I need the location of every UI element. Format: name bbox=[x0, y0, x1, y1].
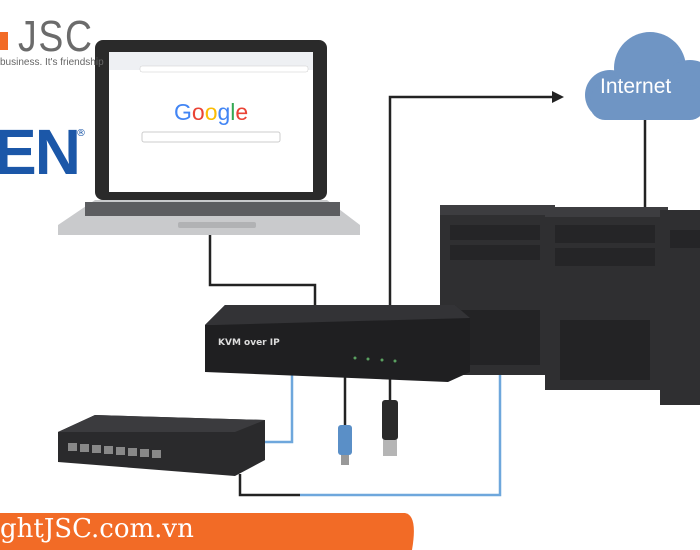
internet-cable bbox=[388, 95, 552, 308]
google-letter: o bbox=[191, 99, 205, 125]
browser-logo-text: Google bbox=[174, 99, 248, 125]
usb-a-connector bbox=[382, 400, 398, 456]
website-url[interactable]: ghtJSC.com.vn bbox=[0, 514, 194, 544]
kvm-device-label: KVM over IP bbox=[218, 338, 280, 348]
google-letter: o bbox=[204, 99, 218, 125]
company-tagline: business. It's friendship bbox=[0, 57, 104, 68]
network-switch bbox=[58, 415, 265, 476]
website-banner bbox=[0, 513, 414, 550]
kvm-over-ip-device bbox=[205, 305, 470, 382]
internet-cloud-icon bbox=[585, 32, 700, 120]
registered-mark: ® bbox=[76, 128, 86, 139]
company-logo-text: JSC bbox=[18, 12, 94, 61]
google-letter: G bbox=[174, 99, 192, 125]
server-towers bbox=[440, 205, 700, 405]
laptop bbox=[58, 40, 360, 235]
arrow-icon bbox=[552, 91, 564, 103]
cloud-label: Internet bbox=[600, 75, 672, 98]
logo-accent-icon bbox=[0, 32, 8, 50]
switch-black-cable bbox=[238, 474, 300, 497]
switch-blue-cable bbox=[262, 370, 294, 444]
partner-logo: EN bbox=[0, 116, 81, 188]
google-letter: l bbox=[230, 99, 236, 125]
google-letter: g bbox=[217, 99, 231, 125]
google-letter: e bbox=[235, 99, 249, 125]
usb-c-connector bbox=[338, 425, 352, 465]
laptop-cable bbox=[208, 232, 317, 308]
server-tower-3 bbox=[660, 210, 700, 405]
server-tower-2 bbox=[545, 207, 668, 390]
google-logo: Google bbox=[174, 99, 248, 126]
